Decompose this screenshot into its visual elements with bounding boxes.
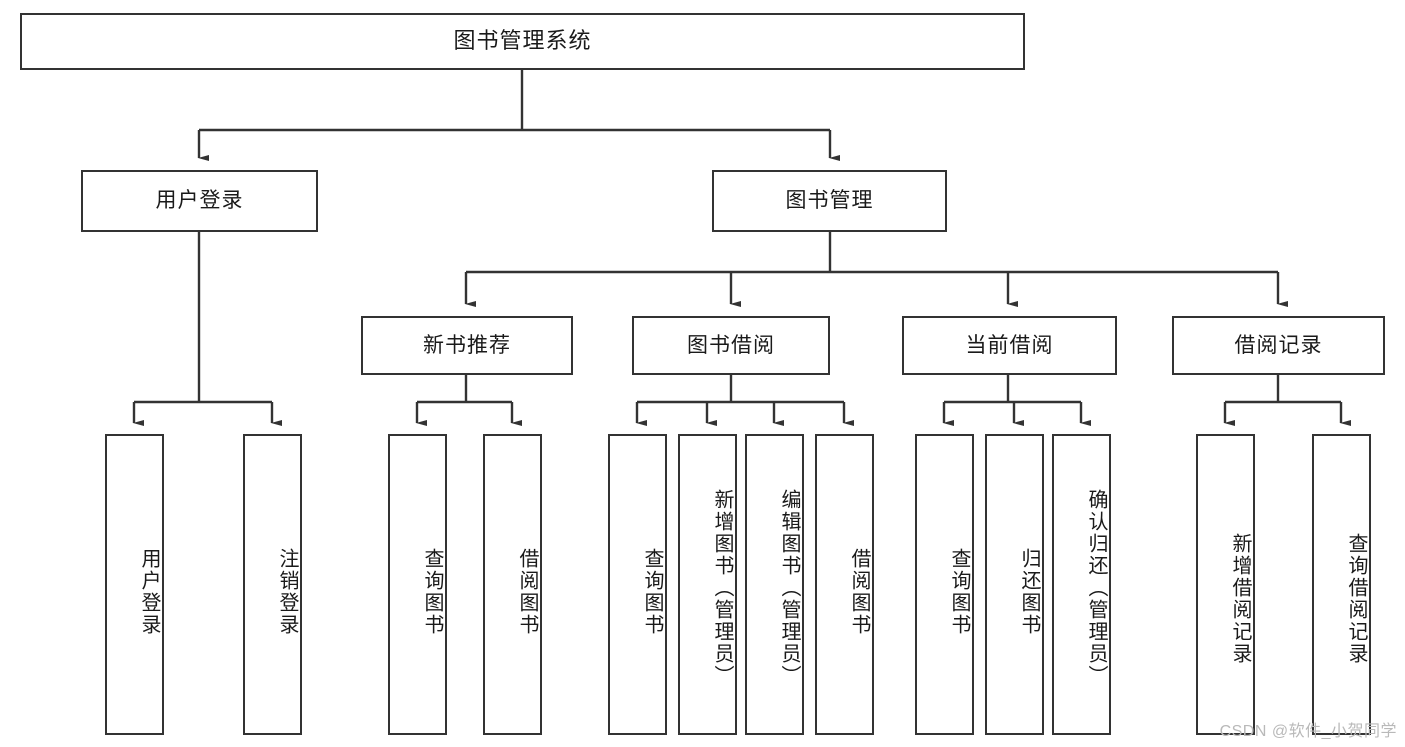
node-leaf-query-record[interactable]: 查询借阅记录 xyxy=(1312,434,1371,735)
node-borrow-record[interactable]: 借阅记录 xyxy=(1172,316,1385,375)
node-leaf-add-record[interactable]: 新增借阅记录 xyxy=(1196,434,1255,735)
node-leaf-return-book-label: 归还图书 xyxy=(1018,547,1040,636)
node-leaf-query-book-rec[interactable]: 查询图书 xyxy=(388,434,447,735)
node-borrow-record-label: 借阅记录 xyxy=(1234,333,1323,357)
node-user-login-label: 用户登录 xyxy=(155,189,244,213)
node-leaf-user-login-label: 用户登录 xyxy=(138,547,160,636)
node-book-manage-label: 图书管理 xyxy=(785,189,874,213)
node-leaf-confirm-return[interactable]: 确认归还（管理员） xyxy=(1052,434,1111,735)
node-new-book-rec-label: 新书推荐 xyxy=(423,333,511,357)
watermark-text: CSDN @软件_小贺同学 xyxy=(1219,723,1397,740)
node-leaf-query-book-current-label: 查询图书 xyxy=(948,547,970,636)
node-leaf-user-login[interactable]: 用户登录 xyxy=(105,434,164,735)
node-leaf-borrow-book-label: 借阅图书 xyxy=(848,547,870,636)
node-leaf-borrow-book-rec[interactable]: 借阅图书 xyxy=(483,434,542,735)
node-leaf-user-logout[interactable]: 注销登录 xyxy=(243,434,302,735)
node-leaf-borrow-book-rec-label: 借阅图书 xyxy=(516,547,538,636)
node-leaf-edit-book-label: 编辑图书（管理员） xyxy=(778,488,800,687)
node-leaf-borrow-book[interactable]: 借阅图书 xyxy=(815,434,874,735)
node-leaf-return-book[interactable]: 归还图书 xyxy=(985,434,1044,735)
node-current-borrow-label: 当前借阅 xyxy=(965,333,1054,357)
node-root[interactable]: 图书管理系统 xyxy=(20,13,1025,70)
node-leaf-query-book-borrow-label: 查询图书 xyxy=(641,547,663,636)
node-user-login[interactable]: 用户登录 xyxy=(81,170,318,232)
node-root-label: 图书管理系统 xyxy=(453,28,592,54)
node-book-borrow-label: 图书借阅 xyxy=(687,333,775,357)
node-book-borrow[interactable]: 图书借阅 xyxy=(632,316,830,375)
node-current-borrow[interactable]: 当前借阅 xyxy=(902,316,1117,375)
node-leaf-add-book[interactable]: 新增图书（管理员） xyxy=(678,434,737,735)
node-leaf-query-book-current[interactable]: 查询图书 xyxy=(915,434,974,735)
node-leaf-query-book-borrow[interactable]: 查询图书 xyxy=(608,434,667,735)
node-leaf-query-record-label: 查询借阅记录 xyxy=(1345,532,1367,665)
node-leaf-confirm-return-label: 确认归还（管理员） xyxy=(1085,488,1107,687)
node-leaf-user-logout-label: 注销登录 xyxy=(276,547,298,636)
node-leaf-add-book-label: 新增图书（管理员） xyxy=(711,488,733,687)
node-new-book-rec[interactable]: 新书推荐 xyxy=(361,316,573,375)
node-book-manage[interactable]: 图书管理 xyxy=(712,170,947,232)
node-leaf-query-book-rec-label: 查询图书 xyxy=(421,547,443,636)
node-leaf-edit-book[interactable]: 编辑图书（管理员） xyxy=(745,434,804,735)
node-leaf-add-record-label: 新增借阅记录 xyxy=(1229,532,1251,665)
